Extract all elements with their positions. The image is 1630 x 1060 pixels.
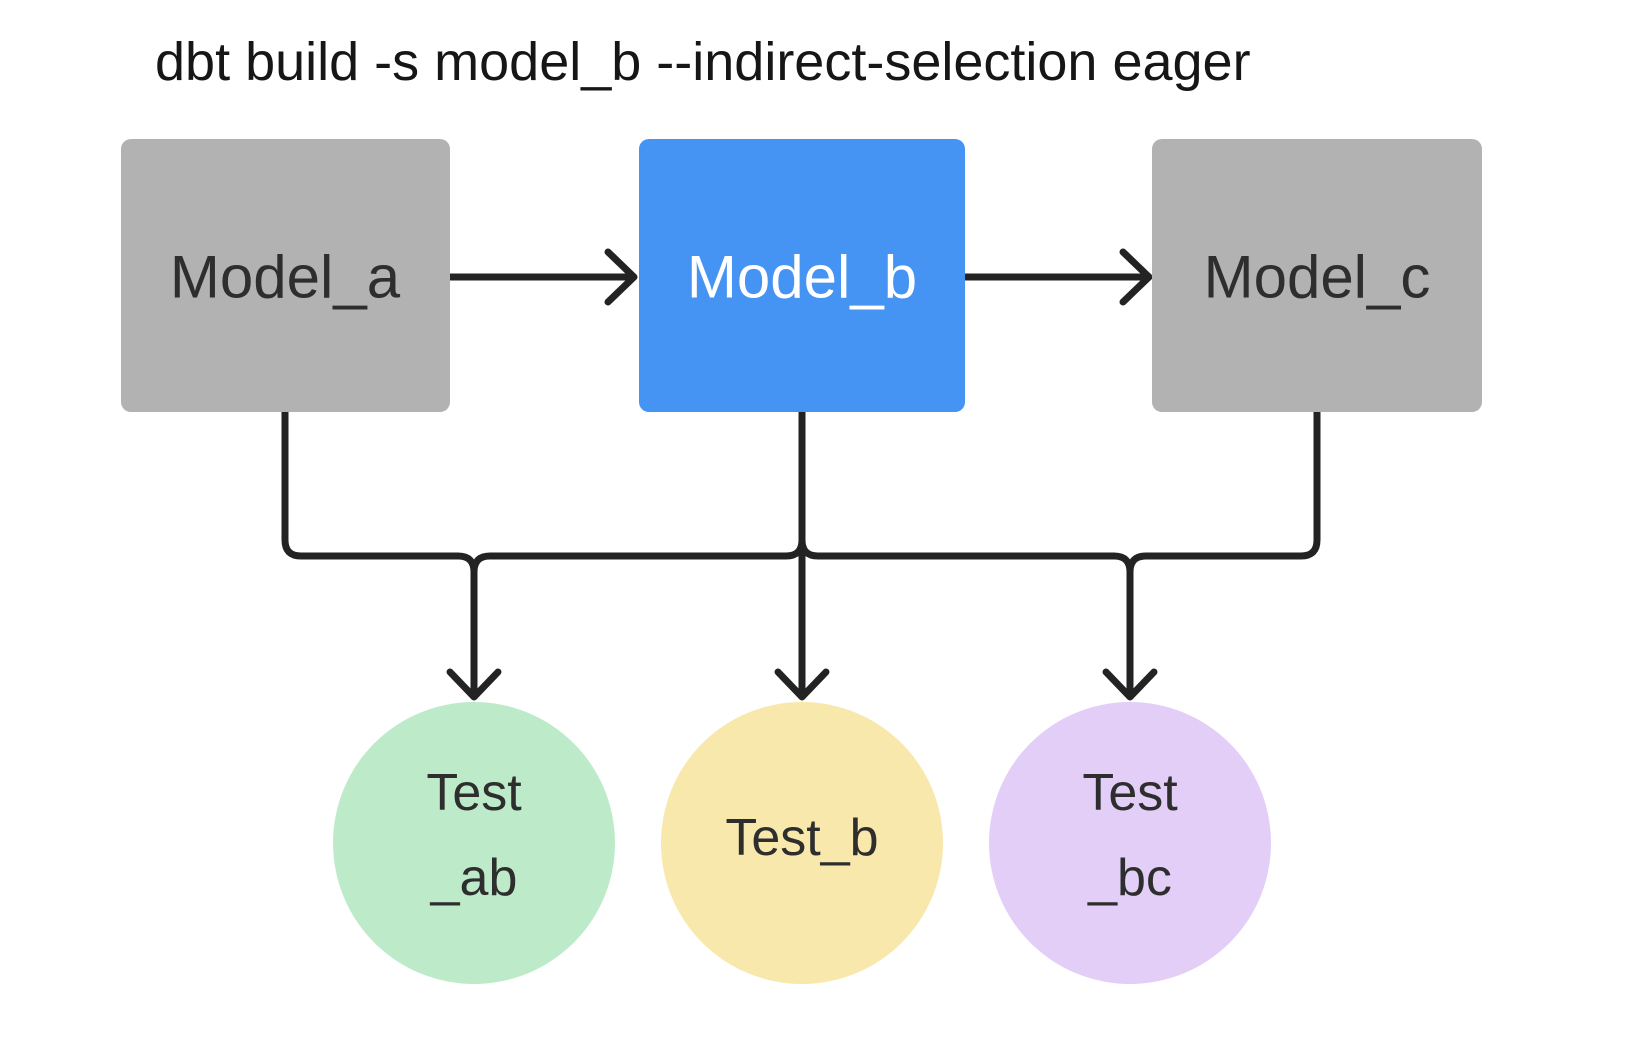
model-c-label: Model_c: [1204, 244, 1431, 311]
edge-test-bc-arrowhead: [1102, 668, 1158, 701]
edge-test-ab-arrowhead: [446, 668, 502, 701]
edge-group: [281, 248, 1321, 701]
edge-test-b-arrowhead: [774, 668, 830, 701]
test-bc-node: [989, 702, 1271, 984]
test-ab-label-line1: Test: [426, 764, 522, 822]
edge-model-a-to-model-b-arrowhead: [604, 248, 638, 306]
edge-model-b-to-model-c-arrowhead: [1119, 248, 1153, 306]
model-b-node: [639, 139, 965, 412]
test-bc-label-line1: Test: [1082, 764, 1178, 822]
test-bc-label-line2: _bc: [1087, 849, 1172, 907]
test-b-label: Test_b: [725, 809, 878, 867]
model-b-label: Model_b: [687, 244, 917, 311]
edge-model-c-to-test-bc: [1126, 408, 1321, 698]
test-ab-label-line2: _ab: [430, 849, 518, 907]
test-ab-node: [333, 702, 615, 984]
model-a-label: Model_a: [170, 244, 401, 311]
model-c-node: [1152, 139, 1482, 412]
model-a-node: [121, 139, 450, 412]
diagram-title: dbt build -s model_b --indirect-selectio…: [155, 32, 1251, 92]
test-b-node: [661, 702, 943, 984]
